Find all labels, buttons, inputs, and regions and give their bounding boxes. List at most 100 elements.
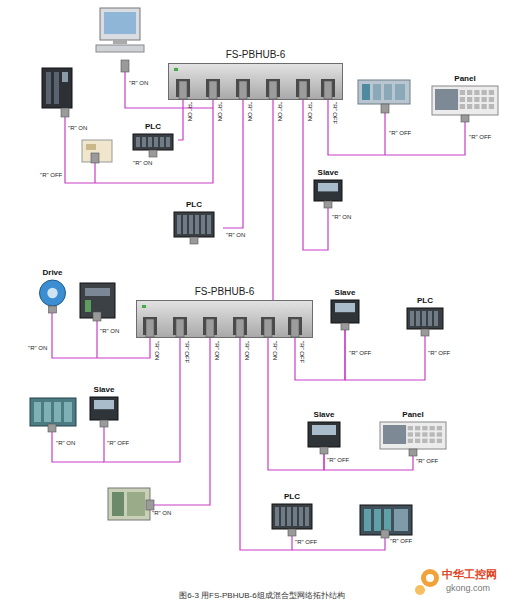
terminator-label: "R" ON: [152, 510, 171, 517]
panel-key: [460, 97, 465, 102]
io-device: [82, 140, 112, 162]
slave-body: [314, 180, 342, 201]
rack-device: [64, 402, 72, 422]
terminator-label: "R" OFF: [331, 102, 338, 124]
slave-screen: [318, 183, 338, 191]
panel-key: [460, 90, 465, 95]
device-node: PLC: [128, 122, 178, 157]
panel-key: [430, 439, 435, 443]
panel-screen: [383, 425, 406, 444]
controller-device: [108, 488, 150, 520]
plc-module: [154, 137, 158, 147]
bus-cable: [345, 330, 425, 380]
plc-icon: [165, 211, 223, 244]
panel-key: [408, 439, 413, 443]
plc-rack: [407, 308, 443, 329]
device-node: PLC: [165, 200, 223, 244]
watermark: 中华工控网: [442, 568, 497, 581]
bus-plug: [320, 447, 328, 454]
plc-module: [422, 311, 426, 326]
plc-module: [416, 311, 420, 326]
hub-label: FS-PBHUB-6: [149, 49, 362, 61]
port-plug: [176, 319, 184, 337]
plc-module: [287, 507, 291, 526]
panel-key: [474, 97, 479, 102]
device-label: Slave: [325, 288, 365, 298]
panel-key: [467, 97, 472, 102]
panel-key: [489, 90, 494, 95]
bus-plug: [341, 323, 349, 330]
rack-device: [42, 68, 72, 108]
bus-wire: [96, 320, 97, 358]
terminator-label: "R" ON: [213, 341, 220, 360]
bus-wire: [52, 72, 385, 550]
device-node: Slave: [325, 288, 365, 330]
hub-port: [173, 317, 187, 337]
panel-key: [489, 97, 494, 102]
slave-screen: [335, 303, 355, 312]
device-label: PLC: [405, 296, 445, 306]
io-device: [82, 140, 112, 162]
logo-gear: [415, 585, 425, 595]
plc-module: [428, 311, 432, 326]
hub-port: [288, 317, 302, 337]
motor-shaft: [47, 288, 57, 298]
bus-wire: [94, 162, 95, 183]
rack-device: [46, 72, 51, 104]
panel-key: [422, 439, 427, 443]
logo-gear: [421, 569, 439, 587]
bus-wire: [292, 537, 385, 550]
panel-key: [415, 439, 420, 443]
panel-key: [415, 426, 420, 430]
plc-module: [410, 311, 414, 326]
device-label: PLC: [165, 200, 223, 210]
bus-wire: [384, 112, 385, 155]
bus-plug: [324, 201, 332, 208]
bus-wire: [52, 430, 104, 462]
bus-plug: [61, 108, 69, 117]
slave-screen: [312, 425, 336, 435]
rack-device: [30, 398, 76, 426]
terminator-label: "R" OFF: [349, 350, 371, 357]
hub-port: [233, 317, 247, 337]
terminator-label: "R" ON: [276, 102, 283, 121]
terminator-label: "R" ON: [243, 341, 250, 360]
rack-device: [384, 84, 392, 100]
hub-icon: [137, 301, 314, 339]
controller-device: [112, 492, 124, 516]
slave-icon: [302, 421, 346, 454]
hub-box: FS-PBHUB-6: [168, 63, 343, 100]
plc-module: [177, 215, 181, 234]
terminator-label: "R" OFF: [416, 458, 438, 465]
panel-key: [422, 426, 427, 430]
bus-plug: [288, 529, 296, 536]
panel-key: [430, 426, 435, 430]
rack-device: [364, 509, 371, 531]
panel-body: [380, 422, 446, 449]
hub-port: [321, 79, 335, 99]
panel-key: [474, 90, 479, 95]
port-plug: [269, 81, 277, 99]
device-node: PLC: [405, 296, 445, 336]
panel-key: [474, 104, 479, 109]
plc-rack: [133, 134, 173, 150]
bus-plug: [100, 420, 108, 427]
plc-module: [207, 215, 211, 234]
terminator-label: "R" ON: [100, 328, 119, 335]
device-node: Drive: [30, 268, 75, 313]
hub-port: [266, 79, 280, 99]
panel-key: [437, 426, 442, 430]
panel-key: [408, 432, 413, 436]
hub-icon: [169, 64, 344, 101]
panel-key: [430, 432, 435, 436]
hub-port: [206, 79, 220, 99]
device-node: Panel: [428, 74, 502, 122]
hub-led: [142, 305, 146, 308]
panel-key: [489, 104, 494, 109]
terminator-label: "R" ON: [271, 341, 278, 360]
bus-plug: [381, 104, 389, 113]
port-plug: [264, 319, 272, 337]
pc-computer: [100, 8, 140, 40]
bus-cable: [178, 100, 183, 140]
slave-body: [331, 300, 359, 323]
